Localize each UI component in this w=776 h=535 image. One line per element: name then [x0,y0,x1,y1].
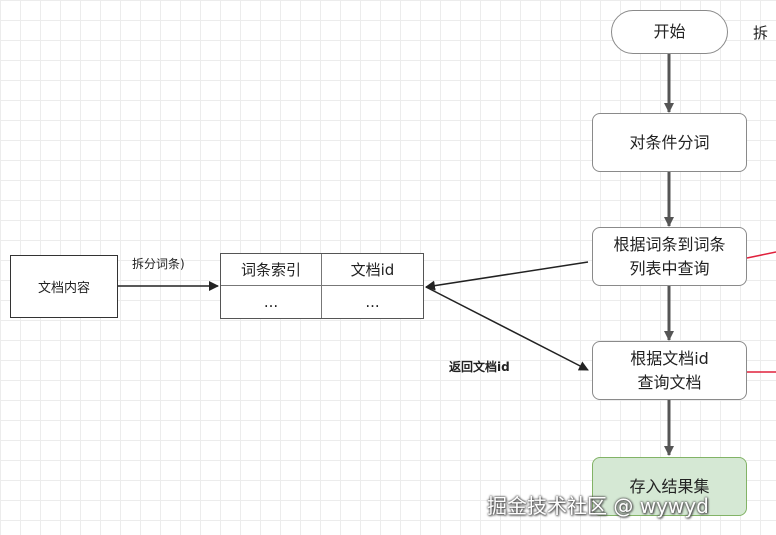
red-connector-stub-1 [746,251,776,259]
tokenize-node: 对条件分词 [592,113,747,172]
query-node-label-line1: 根据文档id [630,348,709,368]
query-node-label-line2: 查询文档 [637,372,702,392]
arrow-table-to-query [425,286,589,371]
table-header-docid: 文档id [322,254,423,286]
arrow-lookup-to-table [425,261,589,291]
table-cell-docid: ... [365,293,380,311]
doc-content-box: 文档内容 [10,255,118,318]
start-node-label: 开始 [653,22,686,41]
lookup-node: 根据词条到词条 列表中查询 [592,227,747,286]
store-node-label: 存入结果集 [629,476,710,496]
inverted-index-table: 词条索引 文档id ... ... [220,253,424,319]
edge-label-return-id: 返回文档id [449,360,510,374]
clipped-text-fragment: 拆 [753,24,769,42]
start-node: 开始 [611,10,728,54]
tokenize-node-label: 对条件分词 [629,132,710,152]
store-node: 存入结果集 [592,457,747,516]
lookup-node-label-line2: 列表中查询 [629,258,710,278]
query-node: 根据文档id 查询文档 [592,341,747,400]
watermark: 掘金技术社区 @ wywyd [487,494,709,518]
table-header-term: 词条索引 [221,254,322,286]
edge-label-split: 拆分词条) [132,257,185,271]
table-cell-term: ... [221,286,322,318]
doc-content-label: 文档内容 [37,281,90,296]
lookup-node-label-line1: 根据词条到词条 [613,234,726,254]
